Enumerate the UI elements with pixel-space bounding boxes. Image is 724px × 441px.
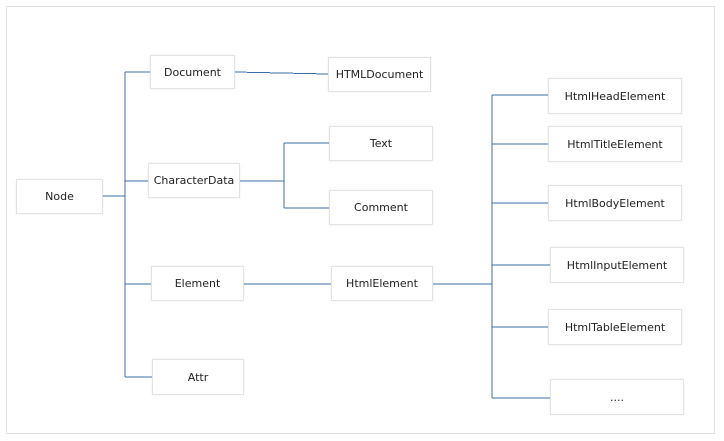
connector-line xyxy=(234,71,329,75)
node-box-html-document: HTMLDocument xyxy=(328,57,431,92)
node-box-html-title-element: HtmlTitleElement xyxy=(548,126,682,162)
node-box-html-head-element: HtmlHeadElement xyxy=(548,78,682,114)
node-box-document: Document xyxy=(150,55,235,89)
node-box-node: Node xyxy=(16,179,103,214)
node-box-html-input-element: HtmlInputElement xyxy=(550,247,684,283)
node-box-comment: Comment xyxy=(329,190,433,225)
node-box-character-data: CharacterData xyxy=(148,163,240,198)
node-box-html-element: HtmlElement xyxy=(331,266,433,301)
node-box-attr: Attr xyxy=(152,359,244,395)
node-box-element: Element xyxy=(151,266,244,301)
node-box-html-body-element: HtmlBodyElement xyxy=(548,185,682,221)
node-box-text: Text xyxy=(329,126,433,161)
node-box-more: .... xyxy=(550,379,684,415)
node-box-html-table-element: HtmlTableElement xyxy=(548,309,682,345)
